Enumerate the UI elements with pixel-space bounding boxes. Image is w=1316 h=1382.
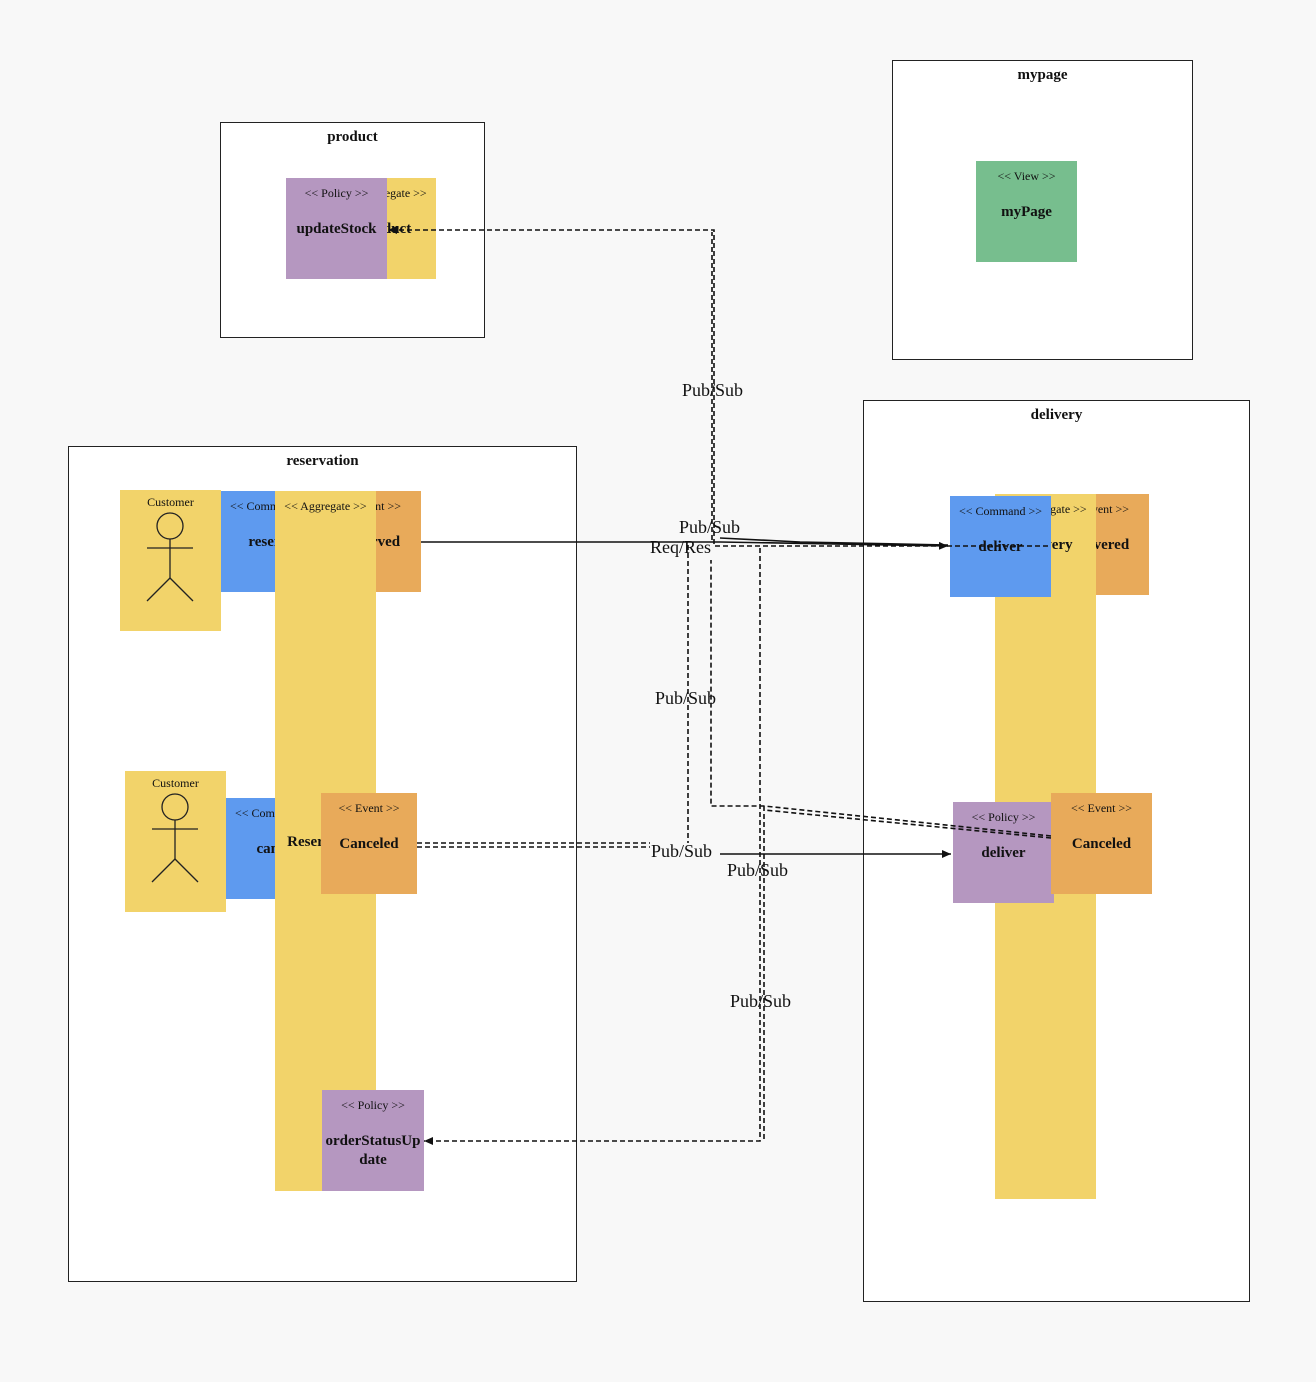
product-policy-update-stock[interactable]: << Policy >> updateStock bbox=[286, 178, 387, 279]
policy-name: orderStatusUpdate bbox=[325, 1133, 421, 1168]
delivery-event-canceled[interactable]: << Event >> Canceled bbox=[1051, 793, 1152, 894]
edge-label-pubsub: Pub/Sub bbox=[651, 841, 713, 861]
actor-customer-1[interactable]: Customer bbox=[120, 490, 221, 631]
actor-customer-2[interactable]: Customer bbox=[125, 771, 226, 912]
command-name: deliver bbox=[978, 539, 1023, 555]
stereotype-label: << Event >> bbox=[1070, 801, 1133, 815]
event-name: Canceled bbox=[1071, 836, 1132, 852]
actor-label: Customer bbox=[152, 776, 199, 790]
bounded-context-title: mypage bbox=[1017, 67, 1068, 83]
delivery-policy-deliver[interactable]: << Policy >> deliver bbox=[953, 802, 1054, 903]
reservation-policy-order-status-update[interactable]: << Policy >> orderStatusUpdate bbox=[322, 1090, 424, 1191]
bounded-context-title: reservation bbox=[286, 453, 359, 469]
reservation-event-canceled[interactable]: << Event >> Canceled bbox=[321, 793, 417, 894]
edge-label-pubsub: Pub/Sub bbox=[682, 380, 744, 400]
edge-label-reqres: Req/Res bbox=[650, 537, 711, 557]
edge-label-pubsub: Pub/Sub bbox=[655, 688, 717, 708]
stereotype-label: << Command >> bbox=[958, 504, 1043, 518]
policy-name: updateStock bbox=[296, 221, 377, 237]
edge-label-pubsub: Pub/Sub bbox=[730, 991, 792, 1011]
policy-name: deliver bbox=[981, 845, 1026, 861]
person-icon bbox=[151, 793, 199, 883]
bounded-context-title: product bbox=[327, 129, 378, 145]
bounded-context-title: delivery bbox=[1030, 407, 1083, 423]
stereotype-label: << Policy >> bbox=[304, 186, 369, 200]
edge-label-pubsub: Pub/Sub bbox=[727, 860, 789, 880]
view-name: myPage bbox=[1001, 204, 1052, 220]
person-icon bbox=[146, 512, 194, 602]
mypage-view[interactable]: << View >> myPage bbox=[976, 161, 1077, 262]
stereotype-label: << Policy >> bbox=[971, 810, 1036, 824]
edge-label-pubsub: Pub/Sub bbox=[679, 517, 741, 537]
event-name: Canceled bbox=[339, 836, 399, 852]
delivery-command-deliver[interactable]: << Command >> deliver bbox=[950, 496, 1051, 597]
stereotype-label: << Policy >> bbox=[341, 1098, 405, 1112]
stereotype-label: << Event >> bbox=[338, 801, 400, 815]
actor-label: Customer bbox=[147, 495, 194, 509]
stereotype-label: << View >> bbox=[997, 169, 1056, 183]
stereotype-label: << Aggregate >> bbox=[284, 499, 367, 513]
